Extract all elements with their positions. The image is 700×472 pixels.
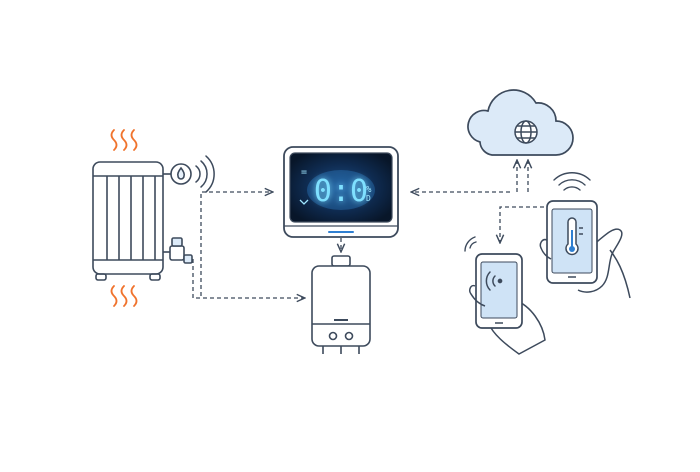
cloud	[467, 89, 574, 156]
wifi-icon	[485, 271, 503, 291]
connectors	[192, 161, 544, 298]
link-radiator-thermostat	[200, 192, 272, 296]
link-cloud-phone-left	[500, 206, 544, 242]
wireless-signal-icon	[553, 172, 591, 191]
phone-right	[539, 172, 631, 299]
thermostat-unit-sub: D	[366, 194, 371, 203]
radiator-valve-icon	[163, 237, 193, 264]
boiler	[311, 255, 371, 354]
thermometer-icon	[565, 217, 583, 256]
heat-waves-bottom-icon	[110, 285, 138, 307]
thermostat-display-value: 0:0	[314, 174, 368, 209]
thermostat-status-bar	[328, 231, 354, 233]
water-drop-valve-icon	[163, 163, 192, 185]
link-radiator-boiler	[192, 259, 304, 298]
radiator	[92, 161, 164, 281]
wireless-signal-icon	[464, 236, 477, 252]
heat-waves-top-icon	[110, 129, 138, 151]
globe-icon	[514, 120, 538, 144]
thermostat: 0:0 % D =	[283, 146, 399, 238]
phone-left	[464, 236, 546, 355]
chevron-down-icon	[299, 199, 309, 205]
thermostat-mode-mark: =	[301, 167, 307, 178]
thermostat-unit: %	[366, 185, 372, 195]
wireless-signal-icon	[195, 155, 215, 193]
